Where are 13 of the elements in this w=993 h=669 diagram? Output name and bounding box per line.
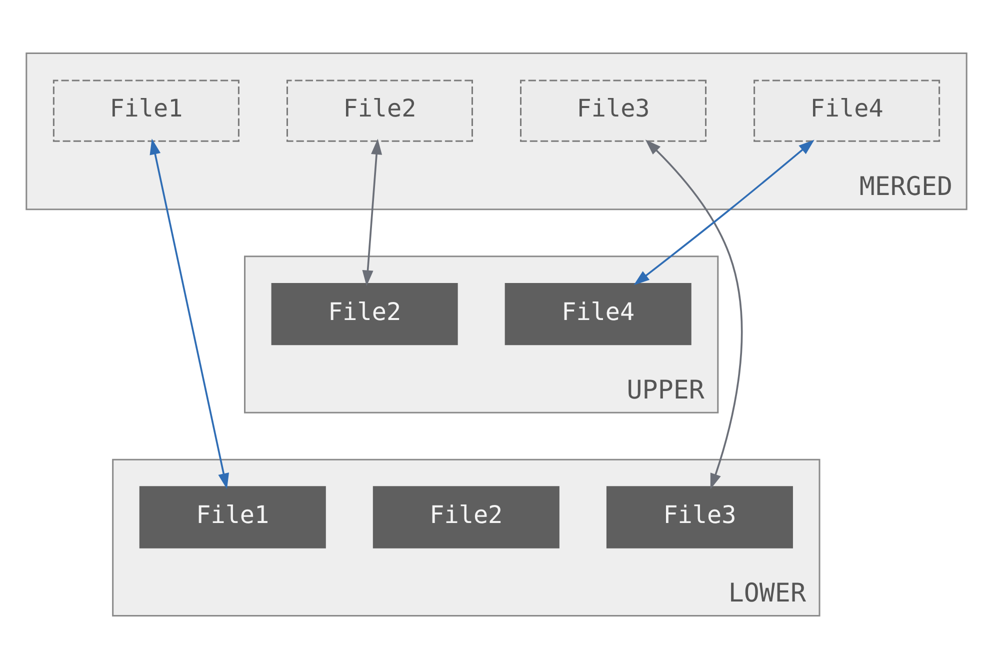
- node-box: File2: [271, 282, 458, 346]
- arrow: [645, 140, 743, 490]
- arrow: [150, 138, 230, 490]
- node-box: File3: [606, 486, 793, 548]
- node-box: File2: [372, 486, 560, 548]
- node-box: File3: [520, 80, 707, 142]
- arrow: [362, 138, 382, 286]
- node-box: File2: [286, 80, 473, 142]
- node-box: File1: [52, 80, 240, 142]
- node-box: File1: [139, 486, 326, 548]
- node-box: File4: [504, 282, 692, 346]
- arrow: [634, 140, 814, 286]
- node-box: File4: [754, 80, 940, 142]
